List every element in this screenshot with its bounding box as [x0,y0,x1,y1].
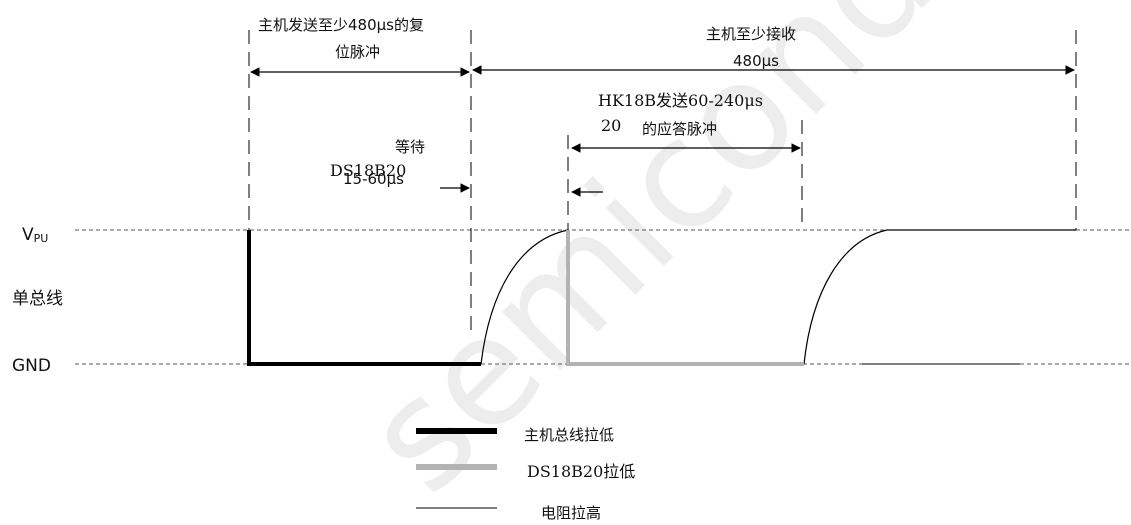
receive-label-line2: 480μs [733,52,779,70]
wait-device-label: DS18B20 [330,161,406,180]
legend: 主机总线拉低 DS18B20拉低 电阻拉高 [416,426,635,522]
presence-label-line2: 的应答脉冲 [642,120,717,138]
watermark: semiconductor [332,0,1131,525]
wait-label: 等待 [395,138,425,156]
device-pull-low-waveform [566,230,804,366]
receive-label-line1: 主机至少接收 [706,25,796,43]
legend-label-device: DS18B20拉低 [527,462,635,481]
bus-label: 单总线 [12,289,63,309]
pullup-curve-1 [480,229,569,365]
legend-label-master: 主机总线拉低 [524,426,614,444]
wait-time-label: 15-60μs [343,170,404,188]
master-pull-low-waveform [247,230,481,366]
pullup-curve-2 [803,229,1076,365]
reset-pulse-label-line2: 位脉冲 [335,43,380,61]
vpu-label: VPU [22,225,48,245]
reset-pulse-label-line1: 主机发送至少480μs的复 [258,16,424,34]
legend-label-resistor: 电阻拉高 [541,504,601,522]
presence-label-line1: HK18B发送60-240μs [598,91,763,110]
presence-number: 20 [601,116,621,135]
gnd-label: GND [12,356,51,376]
